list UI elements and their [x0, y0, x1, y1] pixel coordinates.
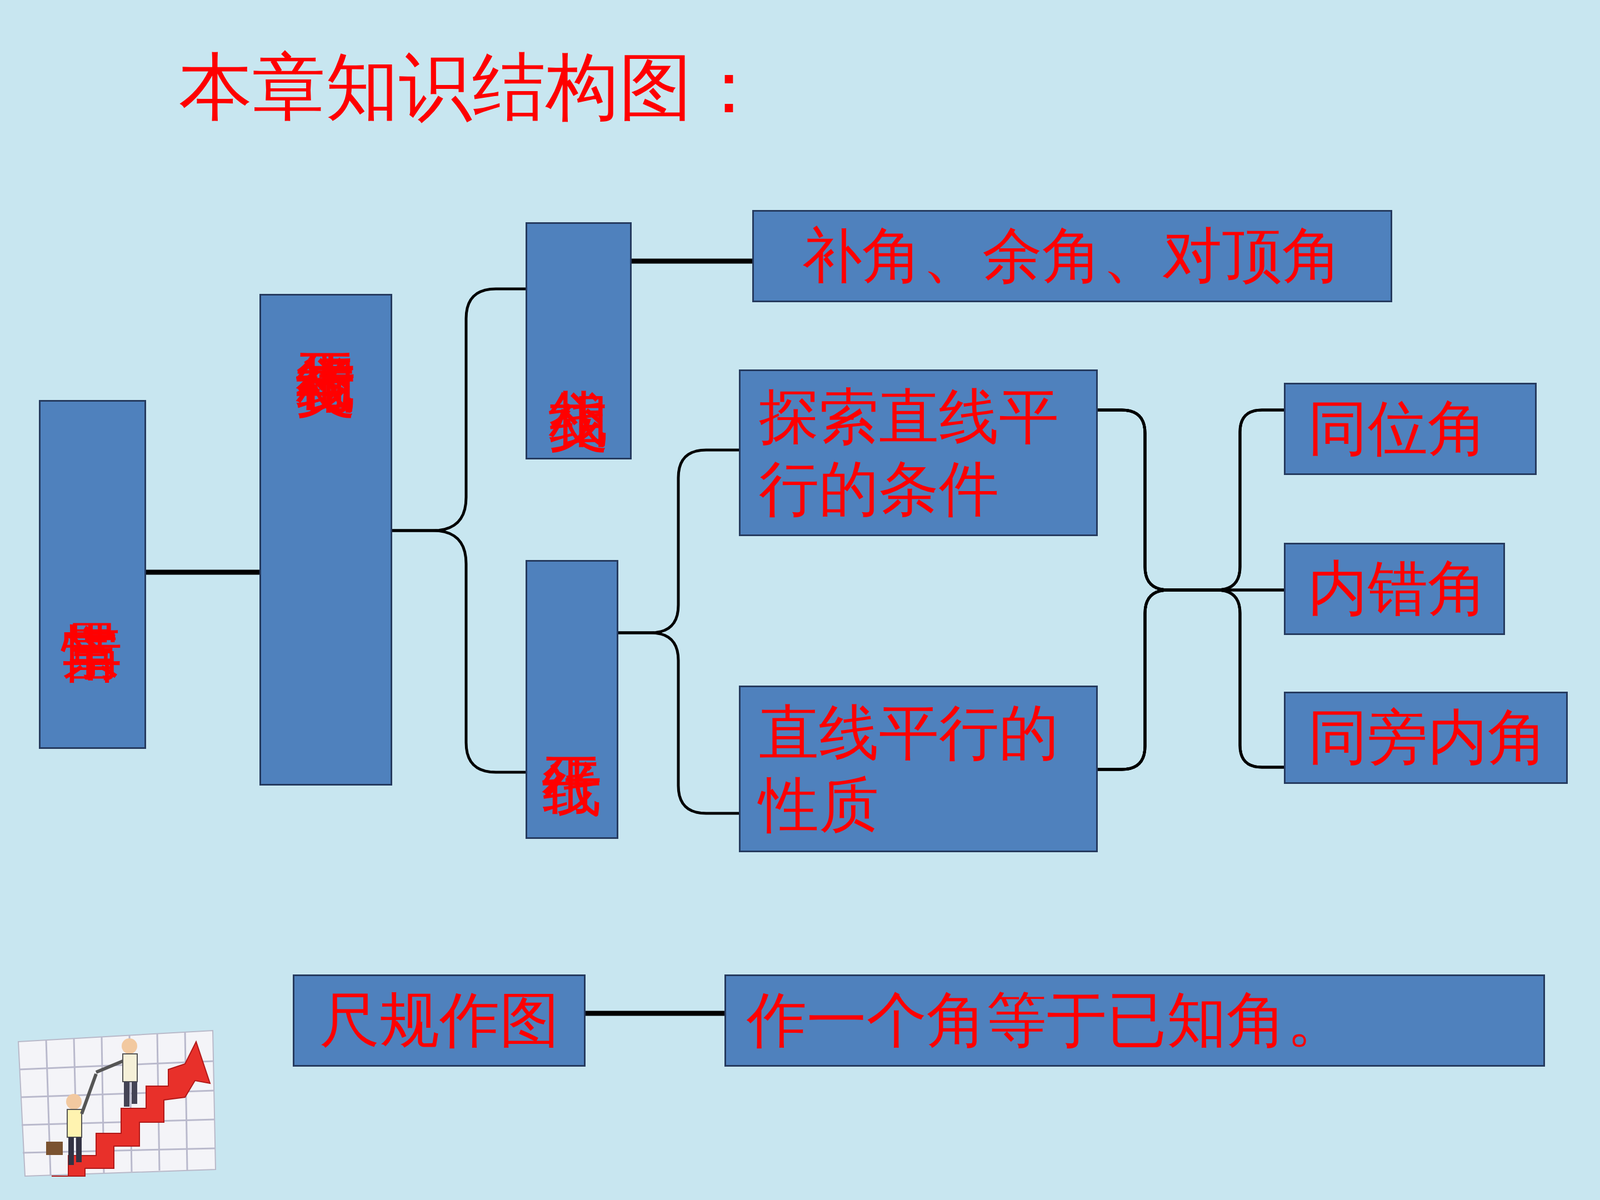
connector [1097, 410, 1284, 768]
climbing-clipart [18, 1030, 216, 1177]
connector [1097, 590, 1284, 770]
node-text: 补角、余角、对顶角 [802, 220, 1343, 293]
connector [1097, 590, 1284, 770]
diagram-title: 本章知识结构图： [178, 51, 766, 125]
connector [392, 530, 526, 773]
clipart-grid-lines [19, 1031, 216, 1175]
connector [618, 632, 739, 814]
connector [1097, 410, 1284, 770]
node-text: 尺规作图 [319, 984, 560, 1057]
topic-box: 补角、余角、对顶角 [752, 210, 1393, 303]
connector [1097, 410, 1284, 590]
clipart-figure-lower [46, 1073, 97, 1165]
topic-box: 尺规作图 [292, 974, 586, 1067]
topic-box: 平行线 [525, 560, 619, 839]
topic-box: 丰富情景 [38, 400, 147, 749]
node-text: 直线平行的性质 [758, 697, 1092, 842]
topic-box: 探索直线平行的条件 [738, 369, 1098, 537]
topic-box: 同位角 [1283, 382, 1537, 475]
node-text: 作一个角等于已知角。 [746, 984, 1347, 1057]
connector [618, 450, 739, 633]
topic-box: 相交线 [525, 222, 632, 460]
connector [146, 570, 260, 575]
node-text: 同位角 [1307, 392, 1488, 465]
clipart-figure-upper [96, 1038, 138, 1107]
node-text: 同旁内角 [1307, 701, 1548, 774]
connector [631, 258, 753, 264]
clipart-grid-panel [18, 1030, 216, 1177]
topic-box: 直线平行的性质 [738, 685, 1098, 853]
topic-box: 内错角 [1283, 542, 1505, 635]
topic-box: 相交线与平行线 [259, 293, 393, 786]
connector [1097, 410, 1284, 590]
node-text: 内错角 [1307, 552, 1488, 625]
node-text: 探索直线平行的条件 [758, 381, 1092, 525]
connector [392, 288, 526, 531]
topic-box: 作一个角等于已知角。 [724, 974, 1545, 1067]
topic-box: 同旁内角 [1283, 691, 1568, 784]
clipart-stair-arrow [51, 1041, 210, 1177]
connector [585, 1011, 725, 1017]
